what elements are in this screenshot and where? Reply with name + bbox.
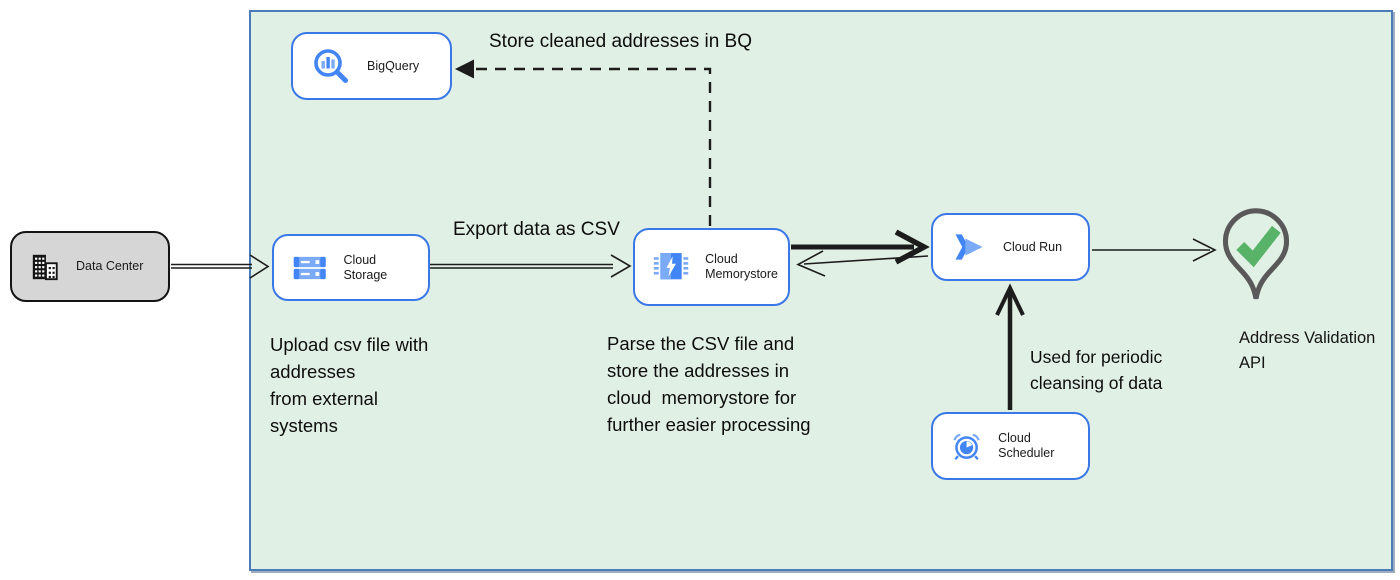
- edge-run-to-validation[interactable]: [1092, 238, 1217, 262]
- node-cloud-memorystore[interactable]: Cloud Memorystore: [633, 228, 790, 306]
- edge-scheduler-to-run[interactable]: [995, 283, 1025, 410]
- annotation-upload-line4: systems: [270, 415, 338, 436]
- cloud-scheduler-icon: [953, 433, 980, 460]
- edge-label-export-csv[interactable]: Export data as CSV: [453, 219, 620, 240]
- annotation-parse-line4: further easier processing: [607, 414, 811, 435]
- cloud-run-label: Cloud Run: [1003, 239, 1063, 254]
- edge-run-to-memorystore[interactable]: [796, 250, 929, 277]
- data-center-icon: [32, 254, 58, 280]
- address-validation-label-line2: API: [1239, 354, 1266, 372]
- annotation-upload-line2: addresses: [270, 361, 356, 382]
- edge-datacenter-to-storage[interactable]: [171, 254, 270, 279]
- cloud-scheduler-label: Cloud Scheduler: [998, 431, 1055, 460]
- address-validation-label[interactable]: Address Validation API: [1239, 326, 1375, 376]
- annotation-parse-line1: Parse the CSV file and: [607, 333, 795, 354]
- cloud-memorystore-label: Cloud Memorystore: [705, 252, 778, 282]
- cloud-storage-icon: [293, 256, 326, 279]
- annotation-upload-line3: from external: [270, 388, 378, 409]
- address-validation-pin[interactable]: [1219, 207, 1293, 309]
- annotation-parse[interactable]: Parse the CSV file and store the address…: [607, 330, 811, 438]
- cloud-storage-label: Cloud Storage: [343, 252, 388, 282]
- node-cloud-scheduler[interactable]: Cloud Scheduler: [931, 412, 1090, 480]
- edge-label-store-bq[interactable]: Store cleaned addresses in BQ: [489, 31, 752, 52]
- annotation-upload[interactable]: Upload csv file with addresses from exte…: [270, 331, 428, 439]
- node-bigquery[interactable]: BigQuery: [291, 32, 452, 100]
- cloud-memorystore-label-line1: Cloud: [705, 252, 738, 266]
- edge-memorystore-to-bigquery[interactable]: [455, 59, 712, 227]
- edge-label-periodic[interactable]: Used for periodic cleansing of data: [1030, 344, 1162, 396]
- data-center-label: Data Center: [76, 259, 144, 273]
- bigquery-label: BigQuery: [367, 58, 420, 73]
- annotation-parse-line3: cloud memorystore for: [607, 387, 797, 408]
- bigquery-icon: [314, 49, 348, 83]
- annotation-upload-line1: Upload csv file with: [270, 334, 429, 355]
- annotation-parse-line2: store the addresses in: [607, 360, 790, 381]
- node-cloud-run[interactable]: Cloud Run: [931, 213, 1090, 281]
- node-data-center[interactable]: Data Center: [10, 231, 170, 302]
- gcp-boundary-container[interactable]: [249, 10, 1393, 571]
- edge-label-periodic-line1: Used for periodic: [1030, 347, 1163, 367]
- edge-label-periodic-line2: cleansing of data: [1030, 373, 1163, 393]
- check-icon: [1236, 225, 1281, 268]
- cloud-run-icon: [955, 234, 983, 260]
- address-validation-label-line1: Address Validation: [1239, 329, 1376, 347]
- cloud-memorystore-icon: [653, 253, 689, 280]
- cloud-memorystore-label-line2: Memorystore: [705, 267, 778, 281]
- edge-storage-to-memorystore[interactable]: [430, 254, 632, 278]
- node-cloud-storage[interactable]: Cloud Storage: [272, 234, 430, 301]
